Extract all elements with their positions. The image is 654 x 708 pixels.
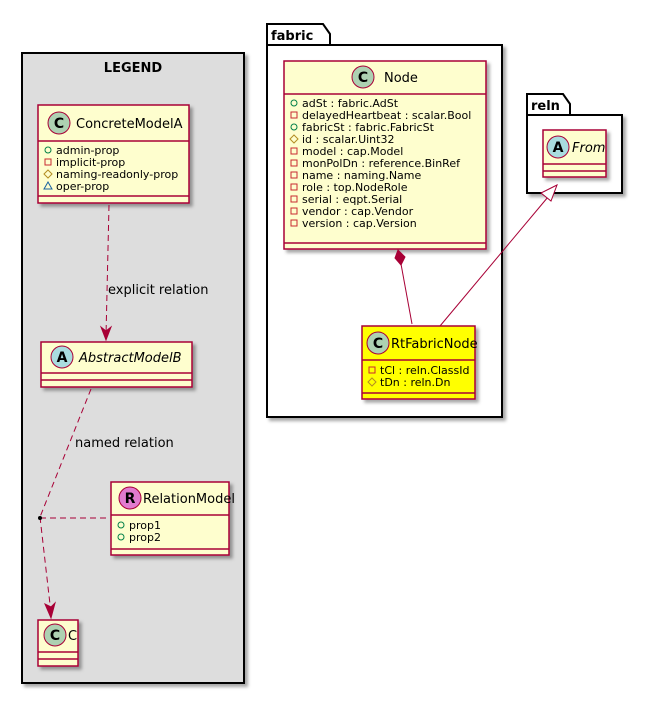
protected-visibility-icon	[43, 169, 53, 179]
private-visibility-icon	[290, 183, 298, 191]
class-field: vendor : cap.Vendor	[302, 205, 414, 218]
named-relation-arrow	[38, 388, 109, 620]
class-field: tDn : reln.Dn	[380, 376, 450, 389]
relation-r-icon	[118, 486, 142, 510]
class-field: serial : eqpt.Serial	[302, 193, 402, 206]
private-visibility-icon	[290, 195, 298, 203]
package-name: fabric	[271, 29, 313, 44]
class-field: adSt : fabric.AdSt	[302, 97, 399, 110]
class-stereotype: C	[50, 628, 60, 644]
class-stereotype: C	[373, 336, 383, 352]
private-visibility-icon	[290, 111, 298, 119]
explicit-relation-label: explicit relation	[108, 283, 208, 298]
class-stereotype: C	[358, 70, 368, 86]
class-name: RtFabricNode	[391, 337, 478, 352]
class-stereotype: R	[125, 491, 136, 507]
class-concrete-model-a[interactable]: C ConcreteModelA admin-propimplicit-prop…	[37, 104, 190, 204]
class-field: implicit-prop	[56, 156, 125, 169]
class-field: prop1	[129, 519, 161, 532]
class-abstract-model-b[interactable]: A AbstractModelB	[40, 341, 193, 388]
composition-relation	[394, 249, 413, 325]
class-field: monPolDn : reference.BinRef	[302, 157, 461, 170]
class-name: ConcreteModelA	[76, 117, 183, 132]
class-node[interactable]: C Node adSt : fabric.AdStdelayedHeartbea…	[283, 60, 487, 250]
protected-visibility-icon	[289, 134, 299, 144]
inheritance-relation	[439, 183, 558, 327]
class-name: Node	[384, 71, 418, 86]
class-field: version : cap.Version	[302, 217, 417, 230]
public-visibility-icon	[44, 146, 52, 154]
abstract-a-icon	[546, 135, 570, 159]
abstract-a-icon	[50, 345, 74, 369]
class-field: role : top.NodeRole	[302, 181, 408, 194]
class-name: RelationModel	[143, 492, 235, 507]
composition-diamond-icon	[394, 249, 406, 266]
legend-title: LEGEND	[104, 61, 163, 76]
class-field: delayedHeartbeat : scalar.Bool	[302, 109, 471, 122]
class-field: admin-prop	[56, 144, 119, 157]
class-field: prop2	[129, 531, 161, 544]
public-visibility-icon	[117, 533, 125, 541]
class-c-icon	[47, 111, 71, 135]
class-stereotype: A	[57, 350, 68, 366]
class-field: fabricSt : fabric.FabricSt	[302, 121, 435, 134]
class-stereotype: C	[54, 116, 64, 132]
class-c-icon	[366, 331, 390, 355]
package-name: reln	[531, 99, 560, 114]
private-visibility-icon	[44, 158, 52, 166]
class-c[interactable]: C C	[37, 619, 79, 667]
private-visibility-icon	[368, 366, 376, 374]
package-visibility-icon	[43, 180, 53, 190]
public-visibility-icon	[290, 123, 298, 131]
class-name: AbstractModelB	[78, 351, 182, 366]
field-list: admin-propimplicit-propnaming-readonly-p…	[43, 144, 178, 193]
explicit-relation-arrow	[99, 204, 113, 342]
class-c-icon	[43, 623, 67, 647]
private-visibility-icon	[290, 159, 298, 167]
protected-visibility-icon	[367, 377, 377, 387]
class-from[interactable]: A From	[542, 129, 607, 178]
inheritance-triangle-icon	[540, 183, 558, 202]
public-visibility-icon	[117, 521, 125, 529]
class-name: From	[572, 141, 605, 156]
class-field: tCl : reln.ClassId	[380, 364, 470, 377]
public-visibility-icon	[290, 99, 298, 107]
class-field: naming-readonly-prop	[56, 168, 178, 181]
class-name: C	[68, 629, 77, 644]
private-visibility-icon	[290, 207, 298, 215]
private-visibility-icon	[290, 219, 298, 227]
class-c-icon	[351, 65, 375, 89]
class-field: oper-prop	[56, 180, 109, 193]
private-visibility-icon	[290, 171, 298, 179]
class-field: model : cap.Model	[302, 145, 403, 158]
class-field: id : scalar.Uint32	[302, 133, 394, 146]
class-field: name : naming.Name	[302, 169, 422, 182]
named-relation-label: named relation	[75, 436, 174, 451]
private-visibility-icon	[290, 147, 298, 155]
class-stereotype: A	[553, 140, 564, 156]
